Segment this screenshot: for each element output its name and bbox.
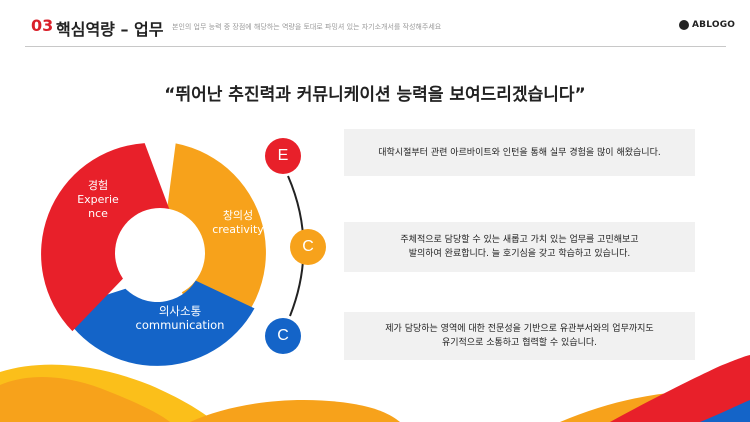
logo-text: ABLOGO (692, 20, 736, 30)
logo-dot-icon (679, 20, 689, 30)
segment-label-communication: 의사소통 communication (135, 304, 225, 332)
logo: ABLOGO (679, 20, 735, 30)
card-experience: 대학시절부터 관련 아르바이트와 인턴을 통해 실무 경험을 많이 해왔습니다. (344, 129, 695, 176)
wave-red-right (610, 355, 750, 422)
badge-communication: C (265, 318, 301, 354)
segment-label-creativity: 창의성 creativity (212, 209, 264, 236)
cycle-segment-communication (60, 280, 255, 366)
segment-label-experience: 경험 Experie nce (77, 179, 119, 220)
wave-blue-right (700, 400, 750, 422)
wave-orange-left (0, 376, 170, 422)
section-number: 03 (31, 16, 54, 35)
section-title: 핵심역량 – 업무 (56, 20, 164, 39)
header-divider (25, 46, 726, 47)
slide-header: 03 핵심역량 – 업무 본인의 업무 능력 중 장점에 해당하는 역량을 토대… (0, 0, 750, 48)
badge-creativity: C (290, 229, 326, 265)
headline: “뛰어난 추진력과 커뮤니케이션 능력을 보여드리겠습니다” (164, 85, 586, 105)
cycle-segment-experience (41, 143, 170, 332)
cycle-ring (41, 143, 266, 366)
section-subtitle: 본인의 업무 능력 중 장점에 해당하는 역량을 토대로 파밍셔 있는 자기소개… (172, 23, 442, 31)
badge-experience: E (265, 138, 301, 174)
wave-orange-mid (190, 400, 400, 422)
